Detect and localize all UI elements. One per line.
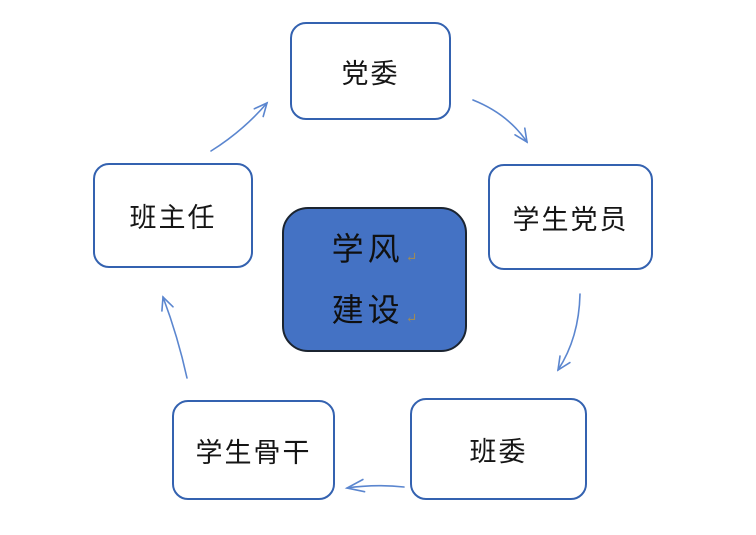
arrow-top-to-right[interactable]: [472, 99, 529, 144]
node-student-party-members[interactable]: 学生党员: [488, 164, 653, 270]
node-party-committee[interactable]: 党委: [290, 22, 451, 120]
center-line-2: 建设 ↵: [332, 280, 418, 341]
center-theme-box[interactable]: 学风 ↵ 建设 ↵: [282, 207, 467, 352]
arrow-right-to-bottom-right[interactable]: [556, 293, 581, 372]
node-student-backbone[interactable]: 学生骨干: [172, 400, 335, 500]
node-label: 党委: [341, 58, 400, 90]
center-label-line1: 学风: [331, 229, 404, 268]
center-line-1: 学风 ↵: [332, 219, 418, 280]
node-class-committee[interactable]: 班委: [410, 398, 587, 500]
line-break-mark-icon: ↵: [405, 310, 418, 327]
node-label: 班委: [469, 436, 528, 468]
arrow-bottom-left-to-left[interactable]: [161, 295, 188, 379]
arrow-bottom-right-to-bottom-left[interactable]: [344, 478, 405, 493]
center-label-line2: 建设: [331, 290, 404, 329]
node-head-teacher[interactable]: 班主任: [93, 163, 253, 268]
node-label: 学生党员: [512, 204, 629, 236]
line-break-mark-icon: ↵: [405, 249, 418, 266]
node-label: 学生骨干: [195, 437, 312, 469]
node-label: 班主任: [129, 203, 217, 234]
arrow-left-to-top[interactable]: [210, 101, 269, 152]
